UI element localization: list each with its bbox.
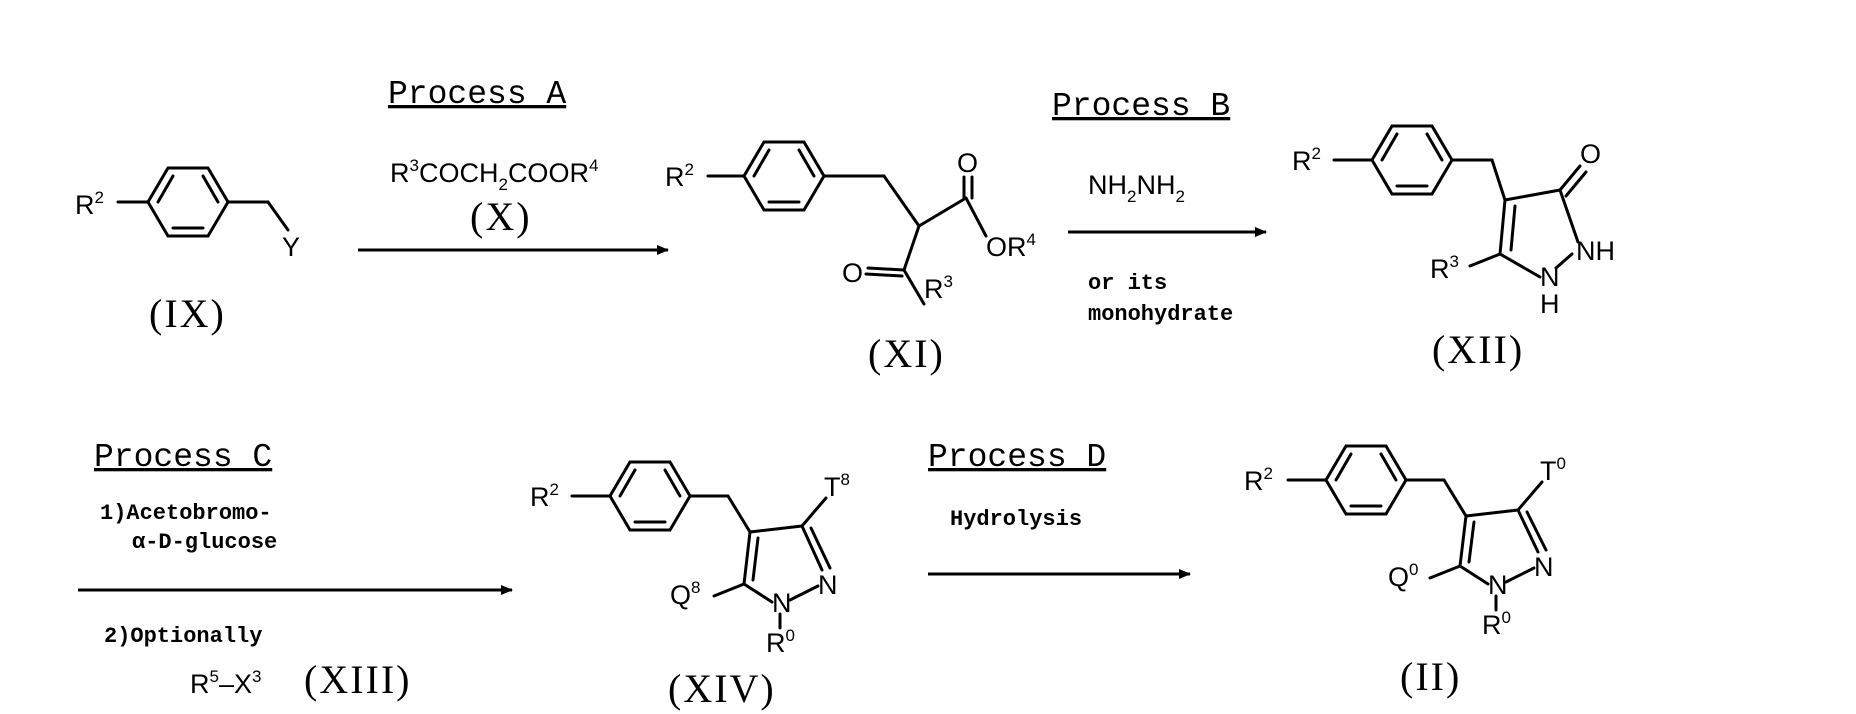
xi-label: (XI) — [868, 331, 945, 376]
xi-ester-group: OR4 — [986, 230, 1036, 262]
process-b-note-line1: or its — [1088, 271, 1167, 296]
process-c: Process C 1)Acetobromo- α-D-glucose 2)Op… — [78, 439, 512, 702]
process-d-title: Process D — [928, 439, 1106, 476]
process-a: Process A R3COCH2COOR4 (X) — [358, 76, 668, 250]
xiv-label: (XIV) — [668, 666, 776, 711]
xi-ketone-oxygen: O — [842, 258, 863, 288]
xi-r2: R2 — [665, 160, 694, 192]
ii-benzene-ring — [1326, 446, 1406, 514]
process-a-title: Process A — [388, 76, 566, 113]
xiv-r0: R0 — [766, 626, 795, 658]
xi-carbonyl-oxygen: O — [957, 148, 978, 178]
process-c-step2: 2)Optionally — [104, 624, 262, 649]
ii-n1: N — [1488, 570, 1508, 600]
ii-t0: T0 — [1540, 454, 1566, 486]
xiv-benzene-ring — [610, 462, 690, 530]
xii-benzene-ring — [1372, 126, 1452, 194]
process-c-title: Process C — [94, 439, 272, 476]
xii-r2: R2 — [1292, 144, 1321, 176]
xii-h: H — [1540, 289, 1560, 319]
process-c-reagent-label: (XIII) — [304, 657, 412, 702]
compound-xi: R2 O OR4 O R3 (XI) — [665, 142, 1036, 376]
xiv-ring-n: N — [818, 570, 838, 600]
ix-benzene-ring — [148, 168, 228, 236]
xii-n: N — [1540, 262, 1560, 292]
compound-xii: R2 O NH N H R3 (XII) — [1292, 126, 1615, 372]
xiv-r2: R2 — [530, 480, 559, 512]
process-b-reagent: NH2NH2 — [1088, 170, 1185, 206]
ix-label: (IX) — [149, 291, 226, 336]
ii-q0: Q0 — [1388, 560, 1418, 592]
process-c-step1-line2: α-D-glucose — [132, 530, 277, 555]
compound-ii: R2 T0 N N R0 Q0 (II) — [1244, 446, 1566, 699]
process-b-title: Process B — [1052, 88, 1230, 125]
ii-ring-n: N — [1534, 552, 1554, 582]
xiv-t8: T8 — [824, 470, 850, 502]
xi-r3: R3 — [924, 272, 953, 304]
xii-nh: NH — [1576, 236, 1615, 266]
process-c-step1-line1: 1)Acetobromo- — [100, 501, 272, 526]
process-d-condition: Hydrolysis — [950, 507, 1082, 532]
process-b-note-line2: monohydrate — [1088, 302, 1233, 327]
process-c-reagent: R5–X3 — [190, 667, 261, 699]
ii-r0: R0 — [1482, 608, 1511, 640]
ix-r2: R2 — [75, 188, 104, 220]
ix-leaving-group-y: Y — [282, 232, 300, 262]
ii-label: (II) — [1400, 654, 1461, 699]
compound-ix: R2 Y (IX) — [75, 168, 300, 336]
process-b: Process B NH2NH2 or its monohydrate — [1052, 88, 1266, 327]
ii-r2: R2 — [1244, 464, 1273, 496]
xii-label: (XII) — [1432, 327, 1524, 372]
xii-pyrazolone-ring — [1470, 166, 1586, 277]
compound-xiv: R2 T8 N N R0 Q8 (XIV) — [530, 462, 850, 711]
xii-carbonyl-oxygen: O — [1580, 139, 1601, 169]
process-a-reagent-label: (X) — [470, 194, 532, 239]
process-d: Process D Hydrolysis — [928, 439, 1190, 574]
xiv-q8: Q8 — [670, 578, 700, 610]
xiv-n1: N — [772, 588, 792, 618]
xii-r3: R3 — [1430, 252, 1459, 284]
xi-benzene-ring — [744, 142, 824, 210]
process-a-reagent: R3COCH2COOR4 — [390, 156, 598, 194]
